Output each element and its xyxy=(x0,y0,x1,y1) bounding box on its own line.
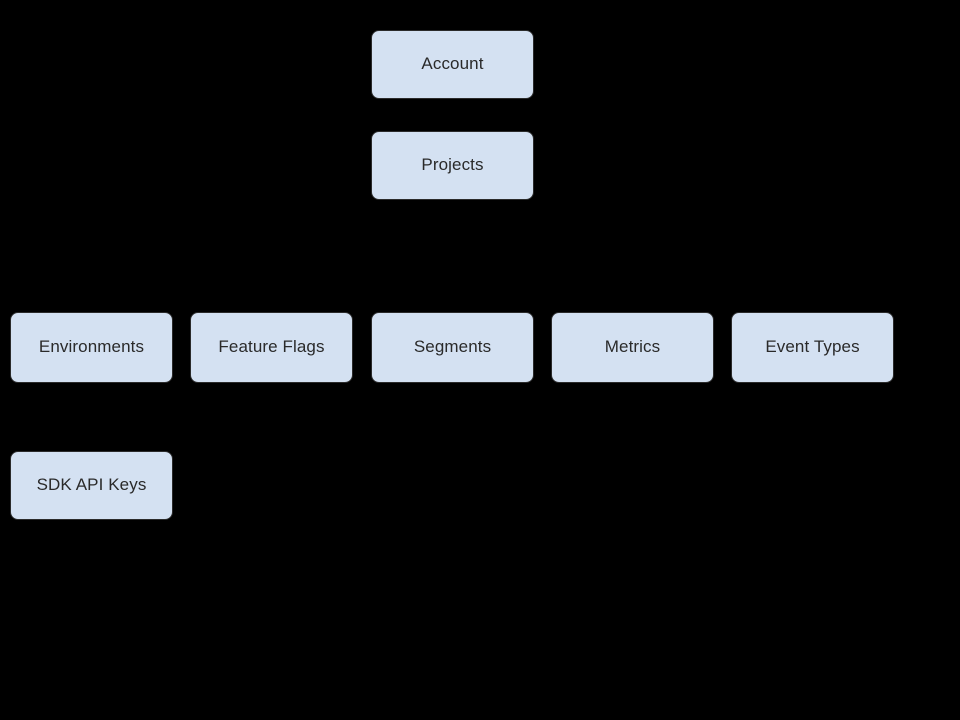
node-label-environments: Environments xyxy=(38,337,145,357)
node-event-types[interactable]: Event Types xyxy=(731,312,894,383)
node-sdk-api-keys[interactable]: SDK API Keys xyxy=(10,451,173,520)
node-label-projects: Projects xyxy=(421,155,484,175)
node-label-sdk-api-keys: SDK API Keys xyxy=(36,475,147,495)
node-metrics[interactable]: Metrics xyxy=(551,312,714,383)
node-label-segments: Segments xyxy=(413,337,492,357)
node-environments[interactable]: Environments xyxy=(10,312,173,383)
node-label-metrics: Metrics xyxy=(604,337,661,357)
node-label-event-types: Event Types xyxy=(765,337,860,357)
node-label-feature-flags: Feature Flags xyxy=(218,337,325,357)
node-projects[interactable]: Projects xyxy=(371,131,534,200)
node-label-account: Account xyxy=(421,54,484,74)
node-segments[interactable]: Segments xyxy=(371,312,534,383)
node-feature-flags[interactable]: Feature Flags xyxy=(190,312,353,383)
node-account[interactable]: Account xyxy=(371,30,534,99)
